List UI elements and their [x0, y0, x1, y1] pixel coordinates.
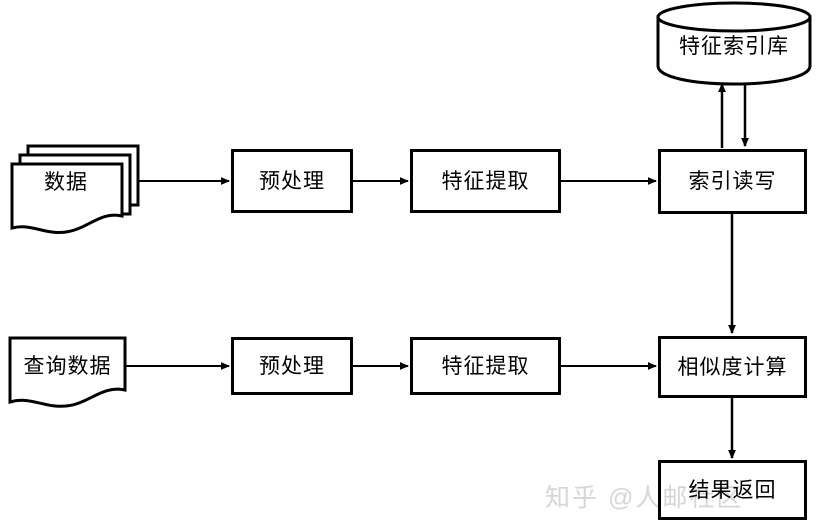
- node-similarity-calculation[interactable]: 相似度计算: [658, 336, 807, 398]
- node-feature-extract-bottom-label: 特征提取: [441, 353, 530, 378]
- db-cylinder-body: [656, 15, 812, 86]
- node-preprocess-bottom-label: 预处理: [259, 353, 325, 378]
- data-store-sheet-front: [10, 162, 124, 234]
- node-preprocess-top-label: 预处理: [259, 168, 325, 193]
- query-data-sheet: [8, 336, 127, 408]
- node-index-read-write[interactable]: 索引读写: [658, 149, 807, 214]
- node-query-data[interactable]: [8, 336, 128, 408]
- node-preprocess-bottom[interactable]: 预处理: [231, 337, 353, 395]
- node-feature-extract-bottom[interactable]: 特征提取: [410, 337, 561, 395]
- node-data-store[interactable]: [10, 143, 142, 239]
- node-feature-extract-top[interactable]: 特征提取: [410, 149, 561, 213]
- node-preprocess-top[interactable]: 预处理: [231, 149, 353, 213]
- node-feature-extract-top-label: 特征提取: [441, 168, 530, 193]
- db-cylinder-top: [656, 1, 812, 33]
- node-index-read-write-label: 索引读写: [688, 169, 777, 193]
- node-similarity-calculation-label: 相似度计算: [677, 354, 788, 379]
- node-result-return-label: 结果返回: [688, 477, 777, 502]
- node-feature-index-db[interactable]: [655, 0, 813, 88]
- node-result-return[interactable]: 结果返回: [658, 460, 807, 520]
